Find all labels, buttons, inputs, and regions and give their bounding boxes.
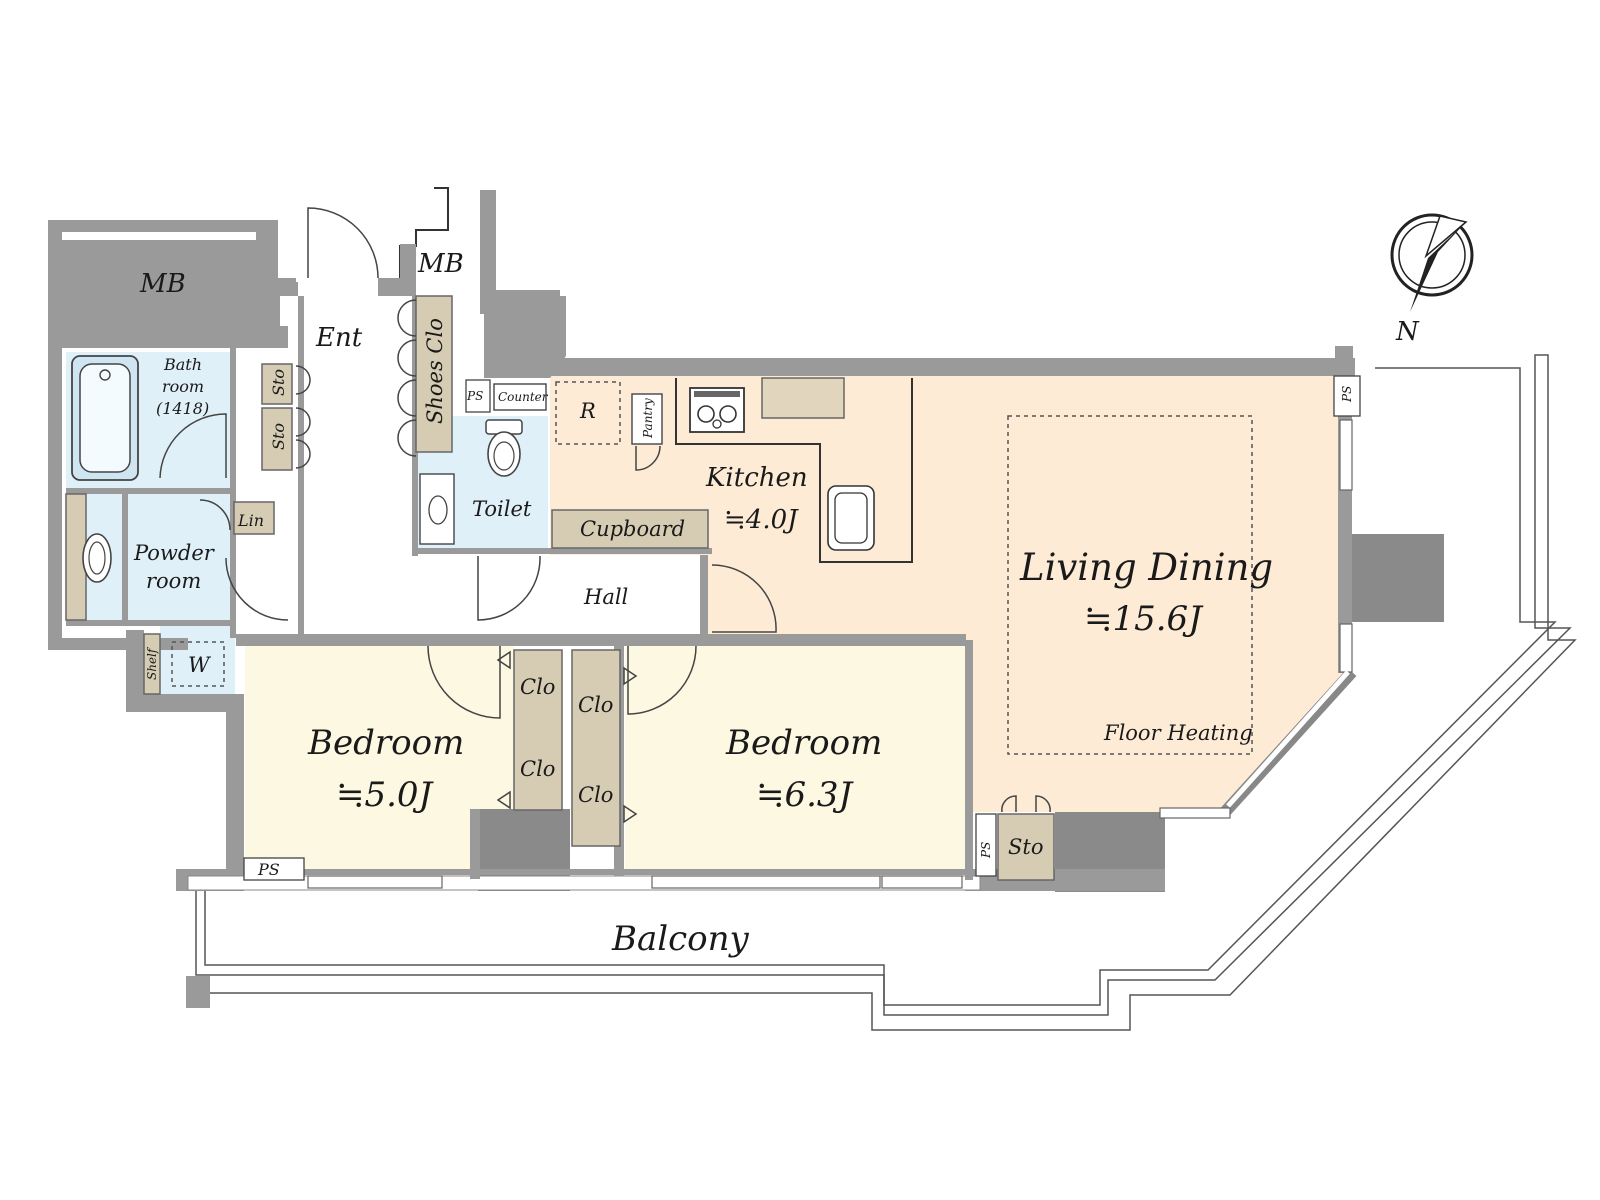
- closet-2-label: Clo: [520, 757, 555, 781]
- storage-3-label: Sto: [1008, 835, 1043, 859]
- closet-4-label: Clo: [578, 783, 613, 807]
- kitchen-counter-top: [761, 377, 845, 419]
- shelf-label: Shelf: [145, 646, 159, 680]
- washer-label: W: [188, 653, 212, 677]
- counter-label: Counter: [498, 390, 549, 404]
- storage-blocks: [65, 295, 1055, 881]
- living-dining-label: Living Dining: [1019, 546, 1273, 589]
- shoes-closet: [415, 295, 453, 453]
- bedroom-1-area-label: ≒5.0J: [336, 775, 435, 815]
- bathroom-label-3: (1418): [156, 399, 209, 418]
- labels: MB MB Ent Shoes Clo PS Counter R Pantry …: [133, 249, 1354, 879]
- balcony-area: Balcony: [186, 354, 1577, 1031]
- pantry-label: Pantry: [641, 398, 655, 439]
- fixtures: [71, 355, 1361, 881]
- ps-label-2: PS: [1340, 386, 1354, 403]
- linen-label: Lin: [237, 511, 264, 530]
- washer-pan: [171, 641, 225, 687]
- washer-floor: [160, 626, 235, 694]
- bathtub-icon: [71, 355, 139, 481]
- ps-box-4: [975, 813, 997, 877]
- floor-heating-zone: [1007, 415, 1253, 755]
- cupboard: [551, 509, 709, 549]
- shelf: [143, 633, 161, 695]
- pantry-box: [631, 393, 663, 445]
- kitchen-area-label: ≒4.0J: [724, 505, 799, 535]
- windows: [307, 419, 1353, 889]
- north-compass-icon: N: [1390, 213, 1474, 347]
- closet-1: [513, 649, 563, 811]
- balcony-label: Balcony: [611, 919, 750, 959]
- bathroom-label-1: Bath: [163, 355, 202, 374]
- stove-icon: [689, 387, 745, 433]
- toilet-icon: [485, 419, 523, 477]
- shoes-closet-label: Shoes Clo: [423, 318, 447, 424]
- closet-1-label: Clo: [520, 675, 555, 699]
- ps-label-3: PS: [257, 860, 280, 879]
- refrigerator-label: R: [579, 399, 596, 423]
- kitchen-sink-icon: [827, 485, 875, 551]
- entrance-label: Ent: [315, 323, 363, 353]
- refrigerator-space: [555, 381, 621, 445]
- handwash-icon: [419, 473, 455, 545]
- bathroom-label-2: room: [162, 377, 204, 396]
- storage-2-label: Sto: [269, 423, 288, 450]
- ps-label-4: PS: [979, 842, 993, 859]
- ps-box-2: [1333, 375, 1361, 417]
- living-floor: [550, 375, 1350, 812]
- counter-box: [493, 383, 547, 411]
- storage-1: [261, 363, 293, 405]
- storage-3: [997, 813, 1055, 881]
- linen-closet: [233, 501, 275, 535]
- balcony-post: [186, 976, 210, 1008]
- mb-top-label: MB: [417, 249, 464, 279]
- doors: [159, 207, 1051, 824]
- floor-fills: [66, 352, 1350, 878]
- hall-label: Hall: [583, 585, 628, 609]
- storage-1-label: Sto: [269, 369, 288, 396]
- washbasin-icon: [82, 533, 112, 583]
- ps-box-3: [243, 857, 305, 881]
- cupboard-label: Cupboard: [580, 517, 685, 541]
- kitchen-label: Kitchen: [705, 463, 808, 493]
- powder-room-label-1: Powder: [133, 541, 216, 565]
- living-dining-area-label: ≒15.6J: [1084, 599, 1204, 639]
- mb-left-label: MB: [139, 269, 186, 299]
- ps-box-1: [465, 379, 491, 413]
- closet-2: [571, 649, 621, 847]
- bedroom-2-floor: [625, 646, 965, 878]
- bedroom-2-label: Bedroom: [725, 723, 882, 763]
- bedroom-2-area-label: ≒6.3J: [756, 775, 855, 815]
- closet-3-label: Clo: [578, 693, 613, 717]
- storage-2: [261, 407, 293, 471]
- bedroom-1-label: Bedroom: [307, 723, 464, 763]
- powder-room-label-2: room: [146, 569, 201, 593]
- ps-label-1: PS: [466, 389, 483, 403]
- toilet-label: Toilet: [472, 497, 532, 521]
- compass-north-label: N: [1395, 317, 1420, 347]
- floor-heating-label: Floor Heating: [1103, 721, 1253, 745]
